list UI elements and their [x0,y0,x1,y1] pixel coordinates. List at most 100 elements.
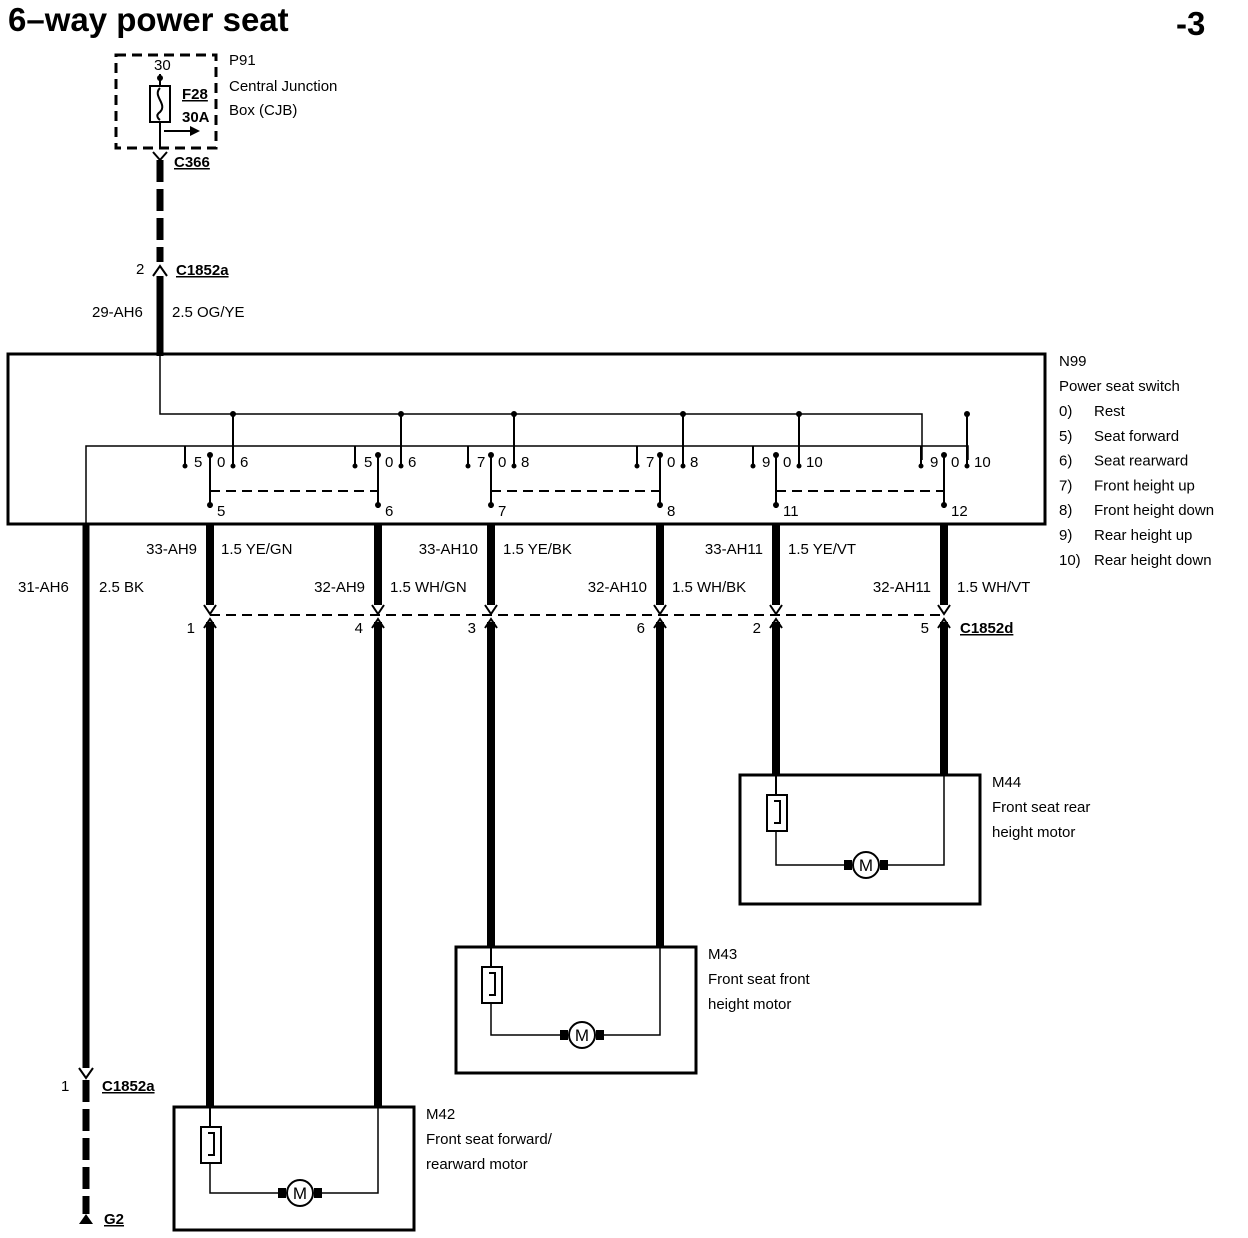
motor-icon [568,1021,596,1049]
ground-wire-spec: 2.5 BK [99,579,144,596]
feed-wire-spec: 2.5 OG/YE [172,304,245,321]
motor-ref: M43 [708,946,737,963]
switch-position-label: 5 [364,454,372,471]
ground-connector-label: C1852a [102,1078,155,1095]
switch-output-pin: 8 [667,503,675,520]
cjb-name-line1: Central Junction [229,78,337,95]
thermal-breaker-icon [481,966,503,1004]
switch-legend-number: 5) [1059,428,1072,445]
switch-position-label: 10 [974,454,991,471]
wire-code: 33-AH11 [705,541,763,558]
ground-circuit [78,524,94,1224]
motor-name-line1: Front seat front [708,971,811,988]
switch-position-label: 6 [408,454,416,471]
switch-legend-number: 8) [1059,502,1072,519]
switch-supply-contact [680,463,686,469]
switch-blade-pivot [207,452,213,458]
wire-code: 32-AH9 [314,579,365,596]
switch-position-label: 0 [385,454,393,471]
switch-ground-contact [634,463,640,469]
feed-connector-pin: 2 [136,261,144,278]
fuse-id: F28 [182,86,208,103]
c1852d-pin-number: 3 [468,620,476,637]
switch-output-pin: 11 [783,503,799,520]
wire-code: 32-AH11 [873,579,931,596]
motor-name-line1: Front seat rear [992,799,1090,816]
switch-position-label: 8 [521,454,529,471]
motor-internal-wire [322,1107,379,1194]
switch-legend-number: 6) [1059,453,1072,470]
switch-output-pin: 7 [498,503,506,520]
c1852d-pin-number: 4 [355,620,363,637]
switch-position-label: 10 [806,454,823,471]
switch-supply-contact [230,463,236,469]
c1852d-pin-icon [769,604,783,616]
wire-spec: 1.5 WH/GN [390,579,467,596]
motor-internal-wire [604,947,661,1036]
switch-supply-bus [159,356,923,460]
thermal-breaker-icon [200,1126,222,1164]
switch-output-pin: 12 [951,503,968,520]
switch-legend-text: Front height up [1094,477,1195,494]
switch-supply-junction [230,411,236,417]
c1852d-pin-icon [371,604,385,616]
feed-wire-code: 29-AH6 [92,304,143,321]
motor-ref: M42 [426,1106,455,1123]
switch-output-terminal [375,502,381,508]
switch-position-label: 9 [762,454,770,471]
ground-wire-code: 31-AH6 [18,579,69,596]
switch-position-label: 6 [240,454,248,471]
switch-supply-contact [964,463,970,469]
switch-ground-contact [182,463,188,469]
switch-supply-junction [964,411,970,417]
switch-name: Power seat switch [1059,378,1180,395]
fuse-element-icon [156,87,164,121]
motor-box [172,1105,416,1232]
motor-icon [852,851,880,879]
motor-internal-wire [888,775,945,866]
thermal-breaker-element-icon [489,972,496,996]
switch-supply-junction [796,411,802,417]
motor-brush-icon [560,1030,568,1040]
switch-legend-number: 10) [1059,552,1081,569]
motor-internal-wire [775,831,844,866]
switch-legend-number: 7) [1059,477,1072,494]
wire-spec: 1.5 YE/GN [221,541,292,558]
switch-blade-pivot [773,452,779,458]
page-title: 6–way power seat [8,1,289,38]
fuse-icon [149,85,171,123]
central-junction-box: 30 F28 30A [114,53,218,150]
switch-position-label: 7 [477,454,485,471]
switch-box [6,352,1047,526]
thermal-breaker-element-icon [208,1132,215,1156]
motor-name-line2: height motor [992,824,1075,841]
fuse-arrow-icon [190,126,200,136]
switch-legend-number: 9) [1059,527,1072,544]
wire-spec: 1.5 WH/VT [957,579,1030,596]
motor-ref: M44 [992,774,1021,791]
switch-output-pin: 5 [217,503,225,520]
switch-supply-junction [511,411,517,417]
c366-label: C366 [174,154,210,171]
switch-position-label: 9 [930,454,938,471]
c1852a-feed-connector-icon [152,264,168,277]
motor-brush-icon [880,860,888,870]
switch-supply-junction [680,411,686,417]
switch-ground-contact [750,463,756,469]
switch-position-label: 0 [217,454,225,471]
switch-supply-contact [796,463,802,469]
switch-output-terminal [657,502,663,508]
switch-output-terminal [941,502,947,508]
c1852d-label: C1852d [960,620,1013,637]
motor-brush-icon [314,1188,322,1198]
motor-name-line1: Front seat forward/ [426,1131,553,1148]
switch-output-terminal [773,502,779,508]
switch-position-label: 0 [783,454,791,471]
switch-legend-text: Front height down [1094,502,1214,519]
motor-icon [286,1179,314,1207]
